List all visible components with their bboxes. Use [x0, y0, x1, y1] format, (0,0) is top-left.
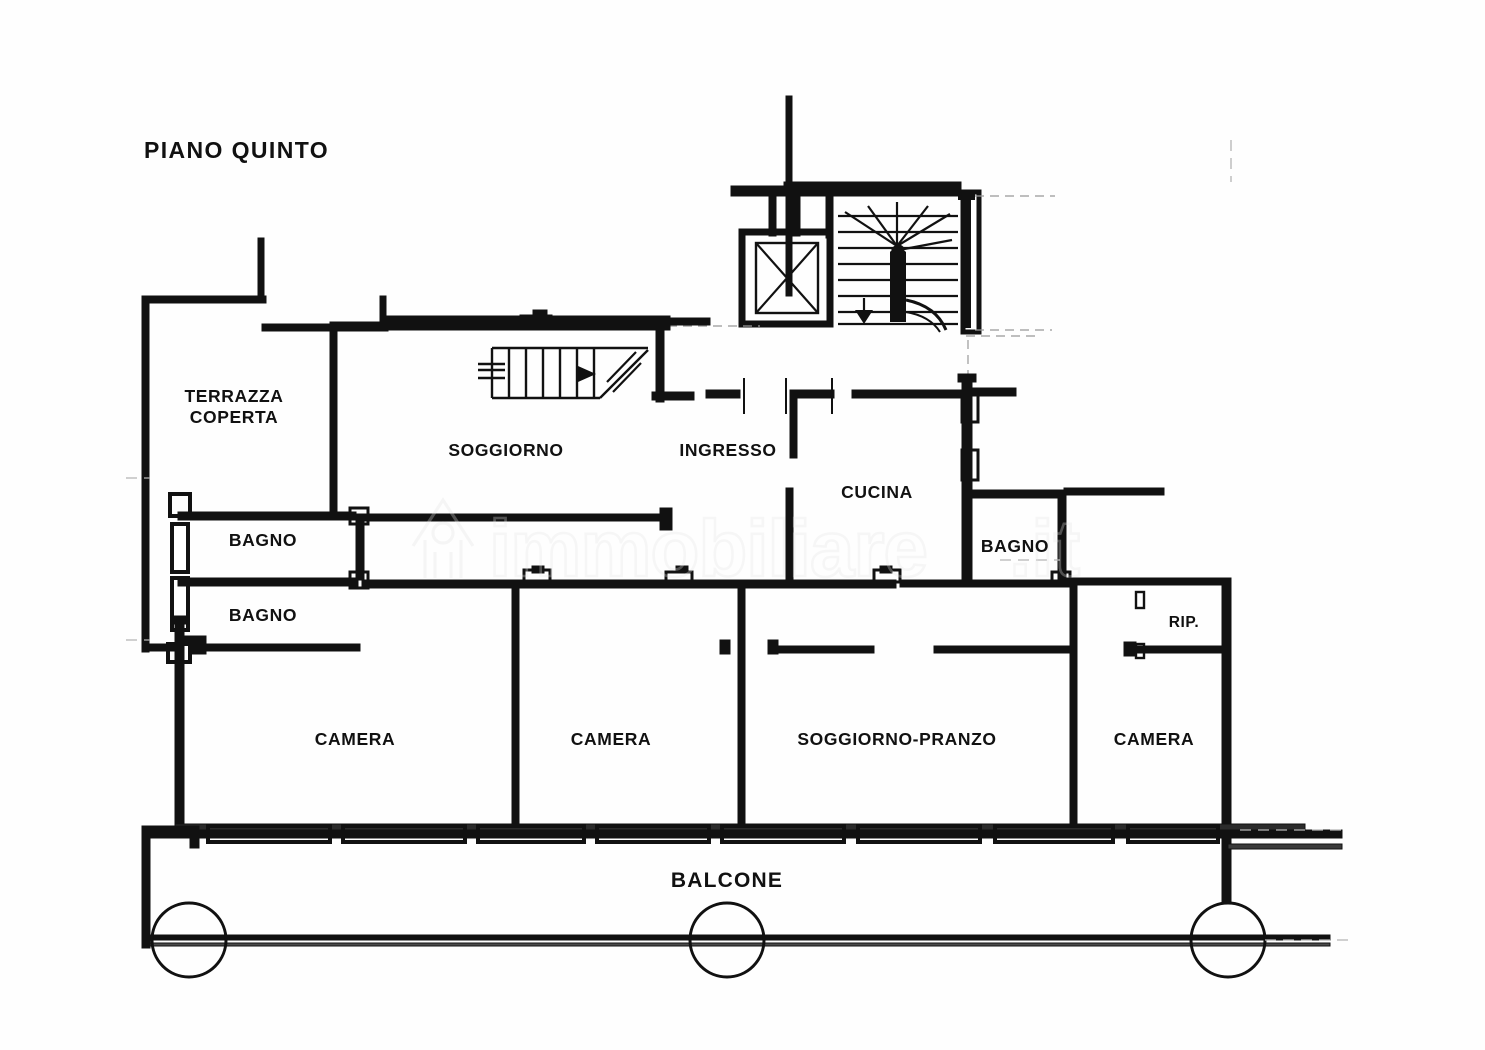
- terrace-top-stub: [257, 237, 265, 301]
- left-wall-lower: [174, 619, 185, 839]
- cucina-left-wall: [785, 487, 794, 585]
- bagno3-right-wall: [1057, 489, 1067, 583]
- balcony-railing: [149, 934, 1331, 941]
- room-label-bagno-1: BAGNO: [228, 530, 298, 550]
- bagno1-right-wall-long: [361, 513, 673, 522]
- room-label-ripostiglio: RIP.: [1168, 614, 1200, 631]
- terrazza-line-2: COPERTA: [189, 406, 279, 427]
- room-dividers: [331, 565, 1078, 839]
- soggiorno-ingresso-wall: [655, 323, 665, 403]
- common-staircase: [838, 192, 975, 333]
- balcony-column-2: [688, 901, 766, 979]
- balcony-openings: [206, 824, 1220, 844]
- bagno3-top-wall: [967, 489, 1065, 499]
- room-label-soggiorno: SOGGIORNO: [448, 440, 564, 460]
- room-label-bagno-3: BAGNO: [980, 536, 1050, 556]
- room-label-soggiorno-pranzo: SOGGIORNO-PRANZO: [797, 729, 997, 749]
- room-label-bagno-2: BAGNO: [228, 605, 298, 625]
- room-label-camera-1: CAMERA: [314, 729, 396, 749]
- room-label-camera-2: CAMERA: [570, 729, 652, 749]
- terrace-top-wall: [141, 295, 267, 304]
- balcony-left-wall: [141, 829, 151, 949]
- core-right-shaft: [960, 189, 982, 335]
- construction-lines: [126, 140, 1350, 941]
- internal-staircase: [478, 346, 649, 400]
- balcony-main-wall: [141, 829, 1343, 839]
- rip-right-wall: [1221, 577, 1232, 837]
- right-center-walls: [899, 373, 1231, 588]
- exterior-walls: [141, 237, 711, 651]
- soggiorno-camera3-divider: [1069, 579, 1078, 839]
- ripostiglio-walls: [1123, 577, 1232, 837]
- balcony-column-1: [150, 901, 228, 979]
- page-title: PIANO QUINTO: [144, 137, 330, 163]
- ingresso-right-wall: [789, 395, 798, 459]
- camera1-camera2-divider: [511, 579, 520, 839]
- room-label-ingresso: INGRESSO: [679, 440, 777, 460]
- bagno-divider-wall: [177, 577, 359, 587]
- elevator-shaft: [738, 228, 834, 328]
- bathroom-walls: [141, 492, 673, 839]
- room-label-balcone: BALCONE: [670, 869, 784, 892]
- room-label-cucina: CUCINA: [841, 482, 913, 502]
- camera2-soggiorno-divider: [737, 579, 746, 839]
- bagno1-top-wall: [177, 511, 357, 521]
- room-label-camera-3: CAMERA: [1113, 729, 1195, 749]
- balcony-wall: [141, 823, 1343, 979]
- terrace-right-wall: [329, 321, 338, 519]
- terrazza-line-1: TERRAZZA: [184, 386, 284, 406]
- bagno3-left-wall: [961, 491, 973, 587]
- building-core: [668, 95, 1055, 396]
- rip-bottom-wall: [1127, 645, 1225, 654]
- room-label-terrazza-coperta: TERRAZZA COPERTA: [184, 386, 283, 427]
